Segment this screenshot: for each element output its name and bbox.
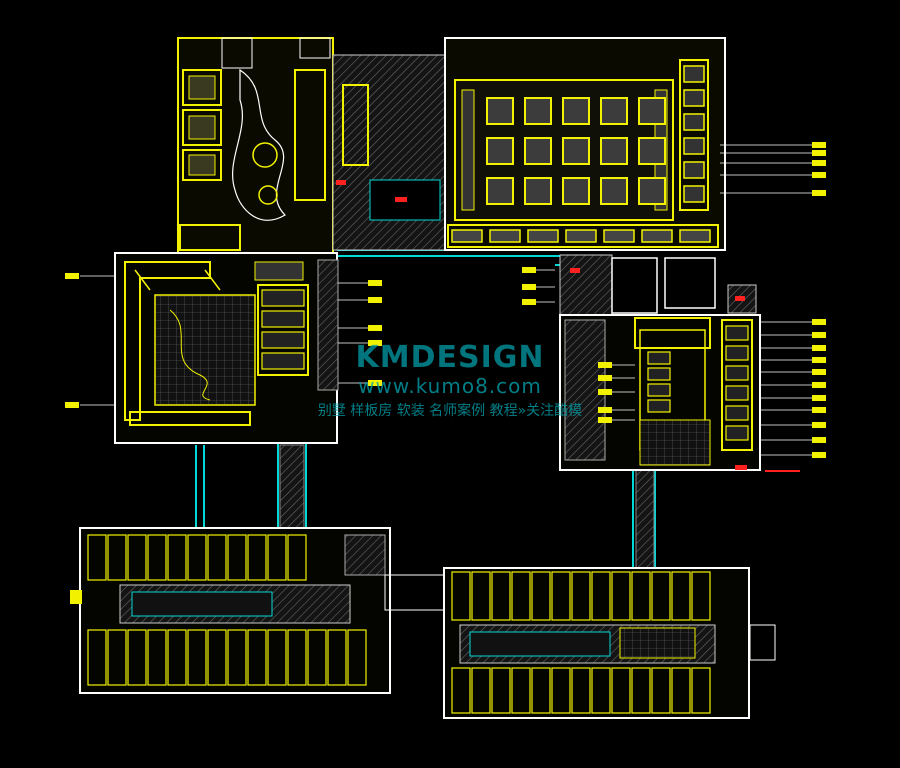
meeting-block-left — [114, 252, 339, 444]
banquet-hall-block — [444, 37, 726, 251]
banquet-table — [600, 97, 628, 125]
banquet-table — [524, 137, 552, 165]
banquet-table — [486, 97, 514, 125]
banquet-table — [600, 177, 628, 205]
banquet-table — [600, 137, 628, 165]
banquet-table — [562, 137, 590, 165]
banquet-table — [562, 97, 590, 125]
guest-wing-left — [70, 527, 446, 694]
banquet-table — [562, 177, 590, 205]
banquet-table — [486, 177, 514, 205]
meeting-block-right — [559, 254, 761, 471]
red-markers — [336, 180, 800, 472]
banquet-table — [486, 137, 514, 165]
banquet-table — [638, 137, 666, 165]
top-left-lobby-block — [177, 37, 446, 254]
annotation-leaders — [65, 142, 826, 458]
guest-wing-right — [443, 567, 776, 719]
banquet-table — [638, 177, 666, 205]
banquet-table — [524, 177, 552, 205]
banquet-table — [638, 97, 666, 125]
banquet-table — [524, 97, 552, 125]
